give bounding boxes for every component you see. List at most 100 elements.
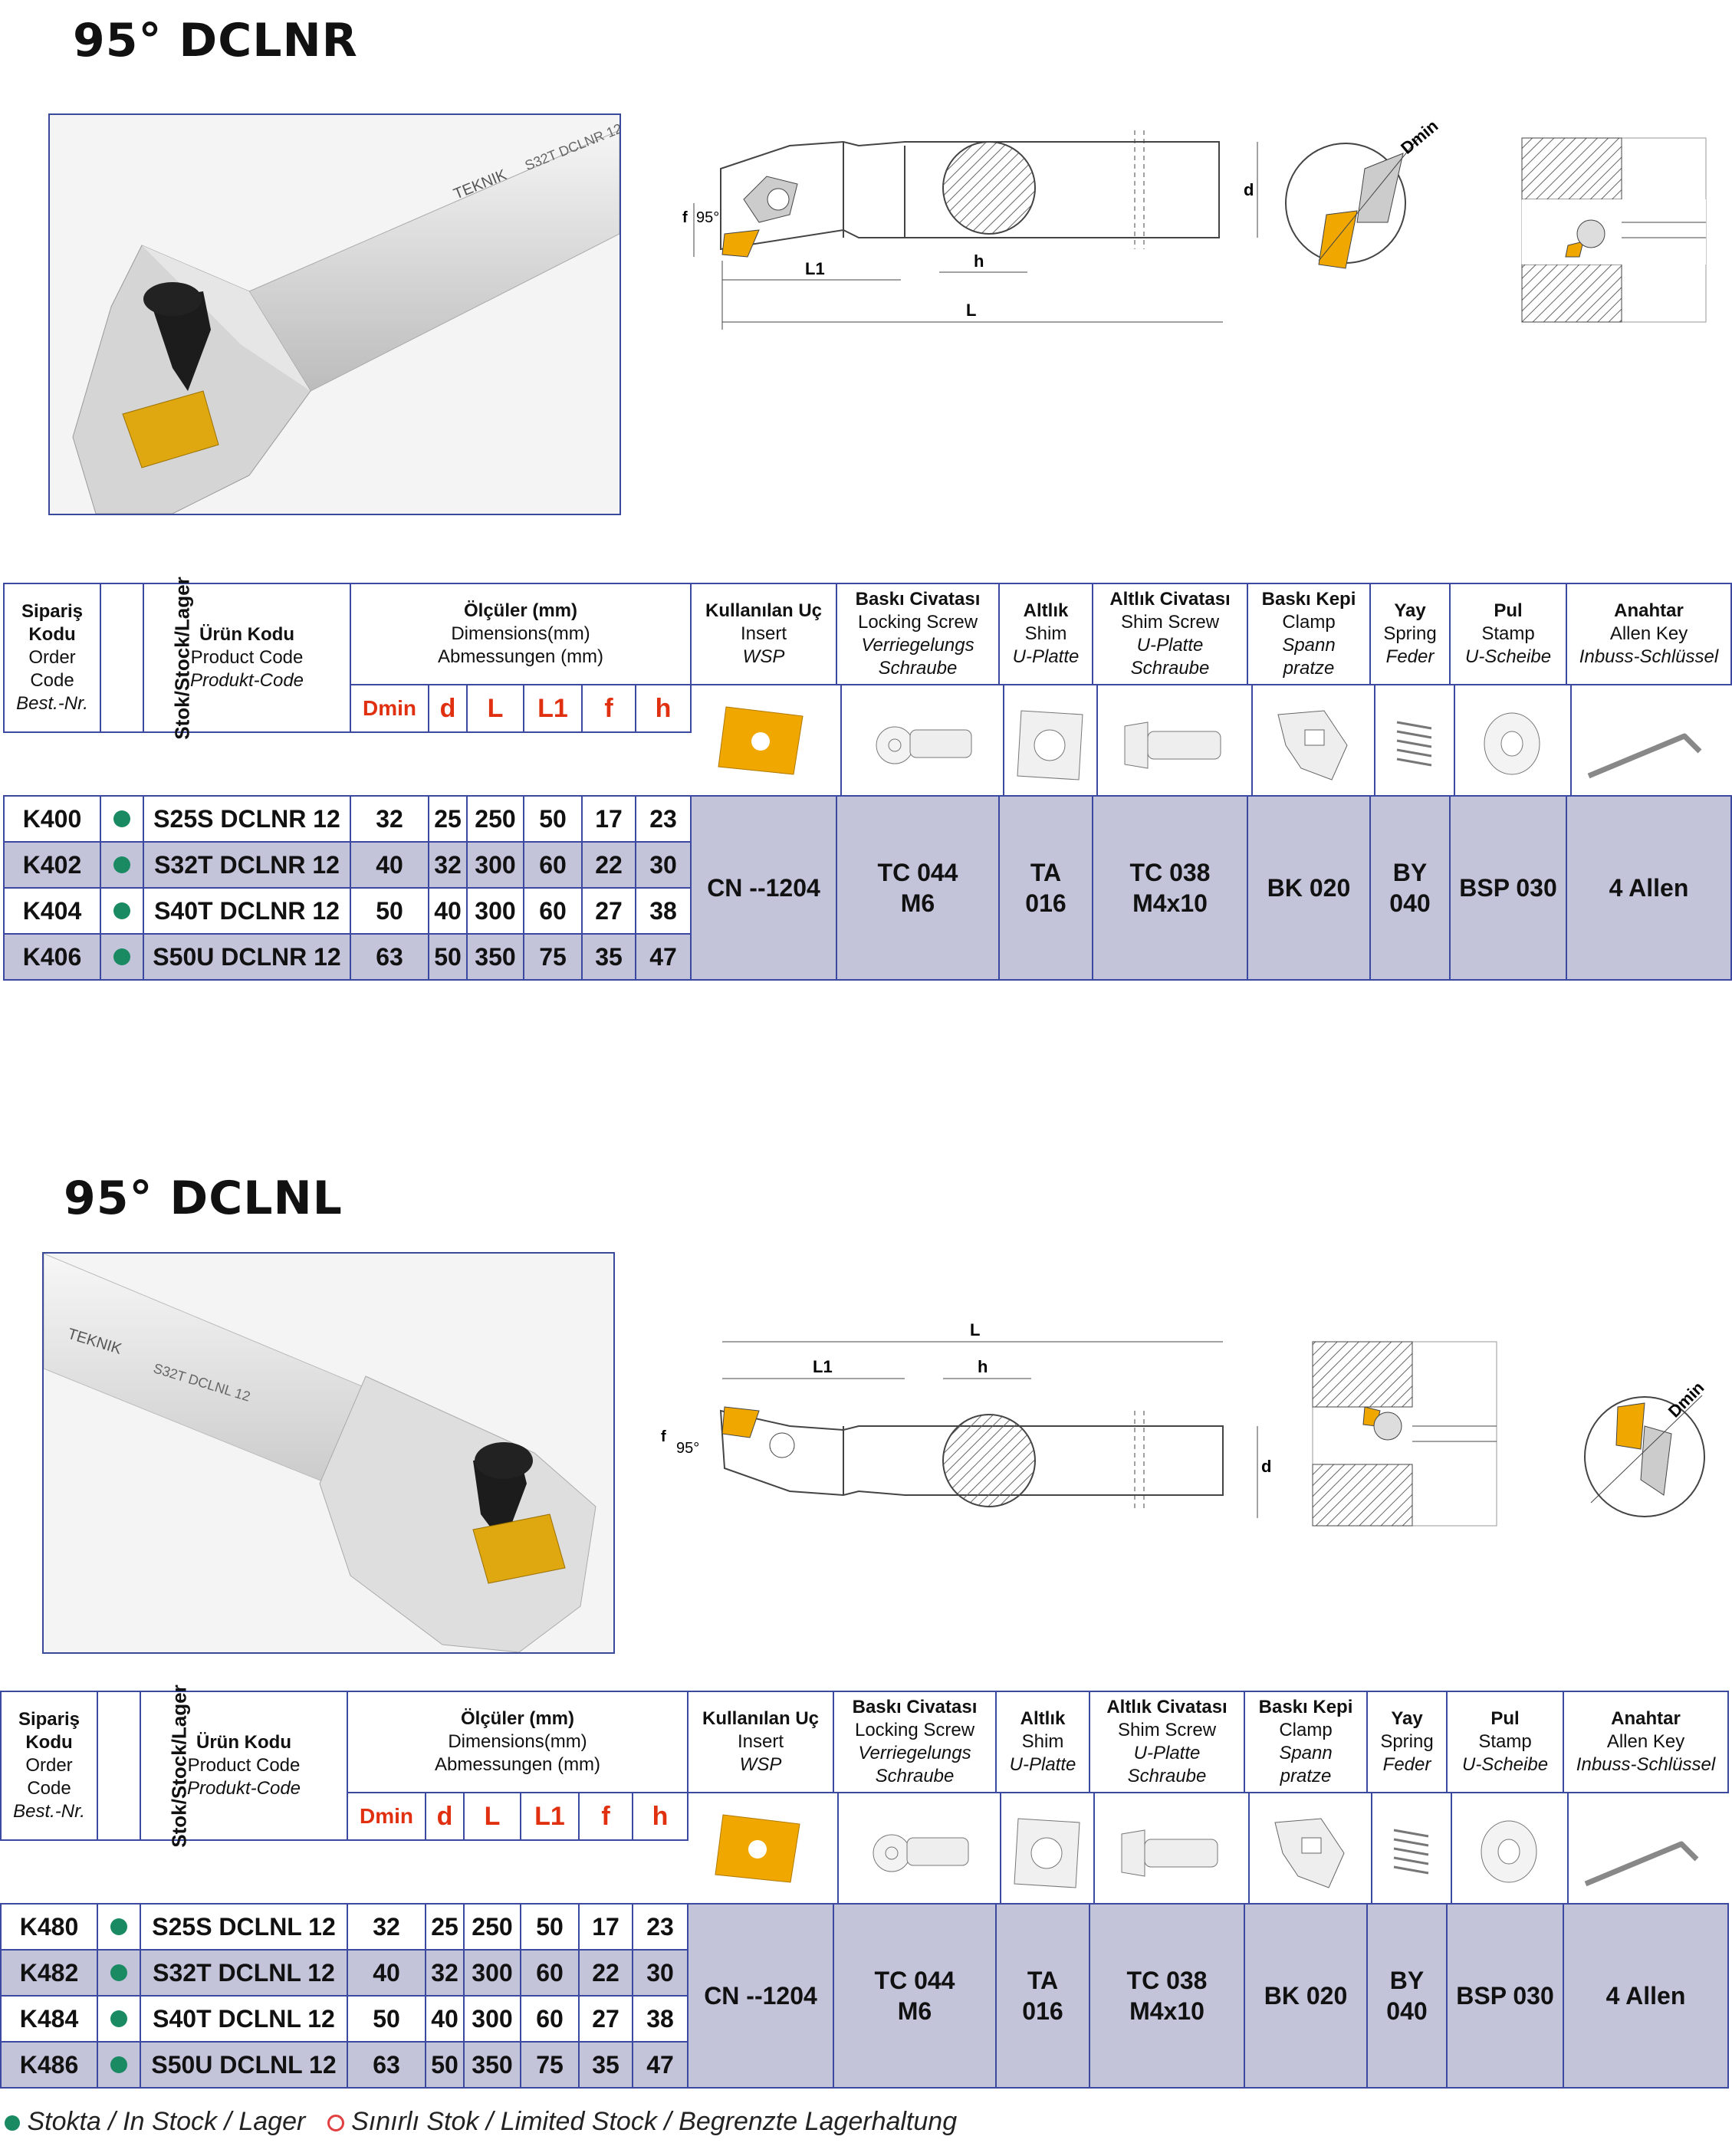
- spec-rows: K400 S25S DCLNR 12 32 25 250 50 17 23 CN…: [3, 795, 1732, 981]
- in-stock-dot: [97, 1995, 141, 2043]
- shim-icon: [1014, 1818, 1080, 1888]
- dim-f-label: f: [661, 1428, 666, 1445]
- dmin-value: 32: [347, 1903, 426, 1951]
- shim-screw-icon: [1124, 721, 1221, 769]
- product-photo: TEKNIK S32T DCLNL 12: [42, 1252, 615, 1654]
- insert-icon: [715, 1814, 800, 1883]
- part-icons-row: [695, 683, 1730, 797]
- section-title: 95° DCLNR: [73, 14, 358, 67]
- in-stock-dot: [100, 841, 144, 889]
- l1-value: 50: [523, 795, 583, 843]
- part-icons-row: [692, 1791, 1727, 1905]
- l1-value: 60: [520, 1995, 580, 2043]
- spring-icon: [1393, 1829, 1429, 1875]
- dim-header-dmin: Dmin: [347, 1792, 426, 1841]
- table-row: K400 S25S DCLNR 12 32 25 250 50 17 23 CN…: [3, 795, 1732, 981]
- spring-icon: [1396, 721, 1432, 767]
- table-row: K404 S40T DCLNR 12 50 40 300 60 27 38: [3, 887, 1731, 935]
- dmin-value: 50: [350, 887, 429, 935]
- clamp-icon: [1274, 1818, 1345, 1888]
- dim-header-l1: L1: [523, 684, 583, 733]
- dmin-value: 40: [350, 841, 429, 889]
- legend-in-stock: Stokta / In Stock / Lager: [27, 2107, 306, 2136]
- l-value: 250: [463, 1903, 521, 1951]
- stock-header: Stok/Stock/Lager: [100, 577, 194, 739]
- dim-l1-label: L1: [805, 259, 825, 278]
- in-stock-dot: [97, 1949, 141, 1997]
- locking-screw-icon: [876, 726, 972, 764]
- table-row: K406 S50U DCLNR 12 63 50 350 75 35 47: [3, 933, 1731, 981]
- f-value: 17: [581, 795, 636, 843]
- order-code: K404: [3, 887, 101, 935]
- product-code: S25S DCLNL 12: [140, 1903, 348, 1951]
- h-value: 23: [635, 795, 692, 843]
- in-stock-dot: [100, 795, 144, 843]
- h-value: 23: [632, 1903, 689, 1951]
- h-value: 30: [635, 841, 692, 889]
- order-code: K486: [0, 2041, 98, 2089]
- dim-l-label: L: [966, 301, 976, 320]
- table-row: K486 S50U DCLNL 12 63 50 350 75 35 47: [0, 2041, 1728, 2089]
- in-stock-dot-icon: [5, 2115, 20, 2131]
- dim-f-label: f: [682, 209, 688, 226]
- f-value: 27: [581, 887, 636, 935]
- stock-header: Stok/Stock/Lager: [97, 1684, 191, 1847]
- dim-header-dmin: Dmin: [350, 684, 429, 733]
- order-code: K400: [3, 795, 101, 843]
- dim-header-l: L: [463, 1792, 521, 1841]
- insert-code: CN --1204: [687, 1903, 834, 2089]
- d-value: 25: [428, 795, 468, 843]
- allen-key-code: 4 Allen: [1566, 795, 1732, 981]
- product-photo: TEKNIK S32T DCLNR 12: [48, 113, 621, 515]
- in-stock-dot: [97, 1903, 141, 1951]
- product-code: S40T DCLNL 12: [140, 1995, 348, 2043]
- dim-dmin-label: Dmin: [1397, 116, 1441, 158]
- product-code: S25S DCLNR 12: [143, 795, 351, 843]
- d-value: 32: [425, 1949, 465, 1997]
- dmin-value: 40: [347, 1949, 426, 1997]
- f-value: 27: [578, 1995, 633, 2043]
- table-row: K484 S40T DCLNL 12 50 40 300 60 27 38: [0, 1995, 1728, 2043]
- product-code: S32T DCLNR 12: [143, 841, 351, 889]
- dim-header-l1: L1: [520, 1792, 580, 1841]
- dim-header-f: f: [578, 1792, 633, 1841]
- section-title: 95° DCLNL: [64, 1172, 343, 1225]
- order-code: K482: [0, 1949, 98, 1997]
- dim-d-label: d: [1261, 1457, 1271, 1476]
- d-value: 32: [428, 841, 468, 889]
- l-value: 300: [466, 887, 524, 935]
- technical-drawing: L L1 h f 95° d Dmin: [661, 1320, 1707, 1527]
- table-row: K480 S25S DCLNL 12 32 25 250 50 17 23 CN…: [0, 1903, 1729, 2089]
- dim-l-label: L: [970, 1320, 980, 1339]
- dim-angle-label: 95°: [676, 1440, 699, 1457]
- dmin-value: 32: [350, 795, 429, 843]
- f-value: 22: [581, 841, 636, 889]
- l-value: 350: [466, 933, 524, 981]
- technical-drawing: f 95° L1 h L d Dmin: [682, 116, 1707, 330]
- dim-l1-label: L1: [813, 1357, 833, 1376]
- h-value: 38: [635, 887, 692, 935]
- in-stock-dot: [100, 887, 144, 935]
- dim-header-h: h: [631, 1792, 689, 1841]
- insert-code: CN --1204: [690, 795, 837, 981]
- l-value: 300: [463, 1949, 521, 1997]
- dim-header-d: d: [428, 684, 468, 733]
- stamp-code: BSP 030: [1446, 1903, 1564, 2089]
